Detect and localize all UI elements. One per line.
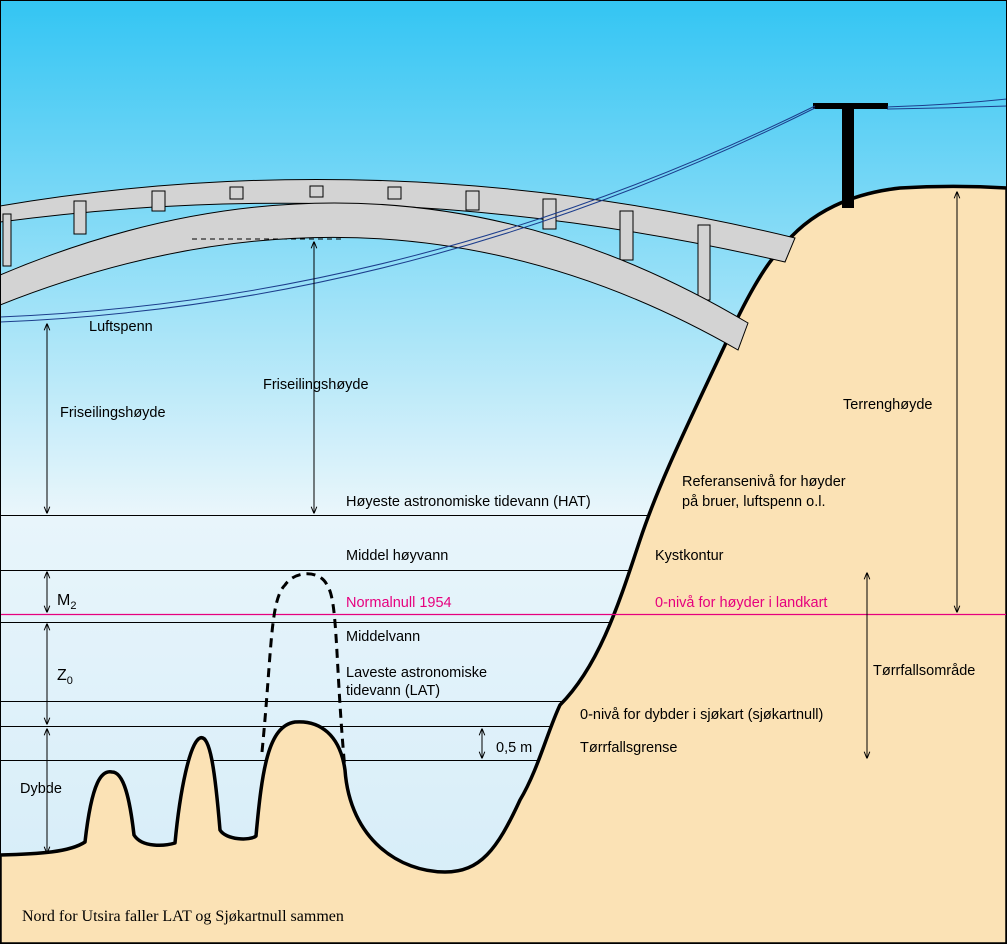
dybde-label: Dybde — [20, 781, 62, 797]
terrenghoyde-label: Terrenghøyde — [843, 397, 932, 413]
footnote: Nord for Utsira faller LAT og Sjøkartnul… — [22, 908, 344, 925]
bridge-deck — [0, 178, 796, 263]
friseiling-left-label: Friseilingshøyde — [60, 405, 166, 421]
ref-level-label-line2: på bruer, luftspenn o.l. — [682, 494, 826, 510]
torrfallsomrade-label: Tørrfallsområde — [873, 663, 975, 679]
z0-label: Z0 — [57, 667, 73, 687]
power-pole — [813, 103, 888, 208]
sjokartnull-label: 0-nivå for dybder i sjøkart (sjøkartnull… — [580, 707, 823, 723]
lat-label-line1: Laveste astronomiske — [346, 665, 487, 681]
middel-hoyvann-label: Middel høyvann — [346, 548, 448, 564]
bridge-arch — [0, 202, 749, 351]
null-landkart-label: 0-nivå for høyder i landkart — [655, 595, 827, 611]
z0-main: Z — [57, 667, 67, 684]
bridge-pillars — [2, 185, 711, 301]
hat-label: Høyeste astronomiske tidevann (HAT) — [346, 494, 591, 510]
labels: Luftspenn Friseilingshøyde Friseilingshø… — [20, 319, 975, 925]
m2-main: M — [57, 592, 70, 609]
m2-subscript: 2 — [70, 600, 76, 612]
bridge — [0, 178, 796, 351]
power-cables — [0, 98, 1007, 323]
land-terrain — [0, 184, 1007, 944]
dimension-arrows — [47, 192, 957, 853]
friseiling-center-label: Friseilingshøyde — [263, 377, 369, 393]
dashed-mound — [260, 572, 347, 771]
half-meter-label: 0,5 m — [496, 740, 532, 756]
m2-label: M2 — [57, 592, 76, 612]
middelvann-label: Middelvann — [346, 629, 420, 645]
luftspenn-label: Luftspenn — [89, 319, 153, 335]
kystkontur-label: Kystkontur — [655, 548, 724, 564]
torrfallsgrense-label: Tørrfallsgrense — [580, 740, 678, 756]
lat-label-line2: tidevann (LAT) — [346, 683, 440, 699]
normalnull-label: Normalnull 1954 — [346, 595, 452, 611]
ref-level-label-line1: Referansenivå for høyder — [682, 474, 846, 490]
z0-subscript: 0 — [67, 675, 73, 687]
